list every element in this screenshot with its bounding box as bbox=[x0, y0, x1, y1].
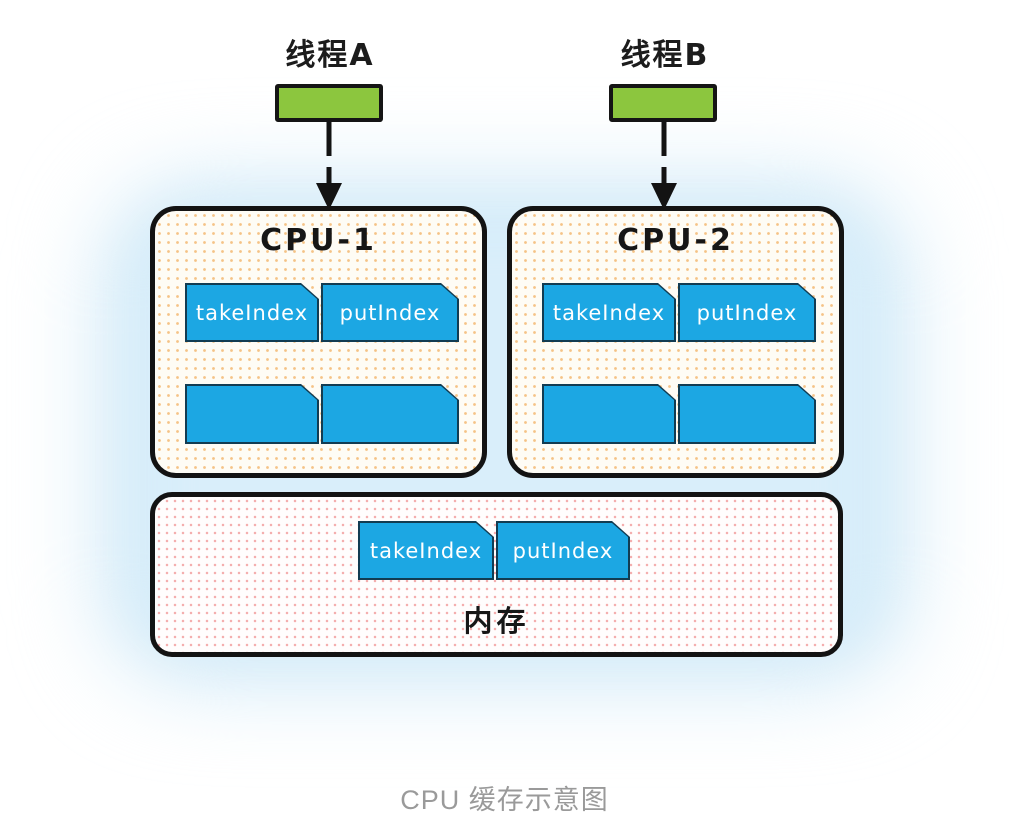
cpu2-cache-chip-putindex: putIndex bbox=[678, 283, 816, 342]
cpu2-cache-chip-empty bbox=[542, 384, 676, 444]
memory-label: 内存 bbox=[463, 604, 530, 638]
thread-a-node bbox=[275, 84, 383, 122]
chip-label: putIndex bbox=[339, 300, 441, 325]
chip-label: putIndex bbox=[696, 300, 798, 325]
chip-label: putIndex bbox=[512, 538, 614, 563]
thread-b-node bbox=[609, 84, 717, 122]
cpu2-panel: CPU-2 takeIndex putIndex bbox=[507, 206, 844, 478]
arrow-down-icon bbox=[651, 120, 677, 210]
thread-a-label: 线程A bbox=[285, 38, 375, 73]
cpu1-cache-chip-empty bbox=[321, 384, 459, 444]
cpu2-cache-chip-takeindex: takeIndex bbox=[542, 283, 676, 342]
cpu2-cache-chip-empty bbox=[678, 384, 816, 444]
cpu2-title: CPU-2 bbox=[617, 223, 734, 258]
chip-label: takeIndex bbox=[195, 300, 309, 325]
memory-chip-takeindex: takeIndex bbox=[358, 521, 494, 580]
cpu1-title: CPU-1 bbox=[260, 223, 377, 258]
cpu1-cache-chip-empty bbox=[185, 384, 319, 444]
chip-label: takeIndex bbox=[369, 538, 483, 563]
diagram-caption: CPU 缓存示意图 bbox=[400, 785, 609, 815]
memory-chip-putindex: putIndex bbox=[496, 521, 630, 580]
cpu1-cache-chip-putindex: putIndex bbox=[321, 283, 459, 342]
chip-label: takeIndex bbox=[552, 300, 666, 325]
memory-panel: takeIndex putIndex 内存 bbox=[150, 492, 843, 657]
arrow-down-icon bbox=[316, 120, 342, 210]
cpu1-panel: CPU-1 takeIndex putIndex bbox=[150, 206, 487, 478]
cpu1-cache-chip-takeindex: takeIndex bbox=[185, 283, 319, 342]
thread-b-label: 线程B bbox=[620, 38, 710, 73]
